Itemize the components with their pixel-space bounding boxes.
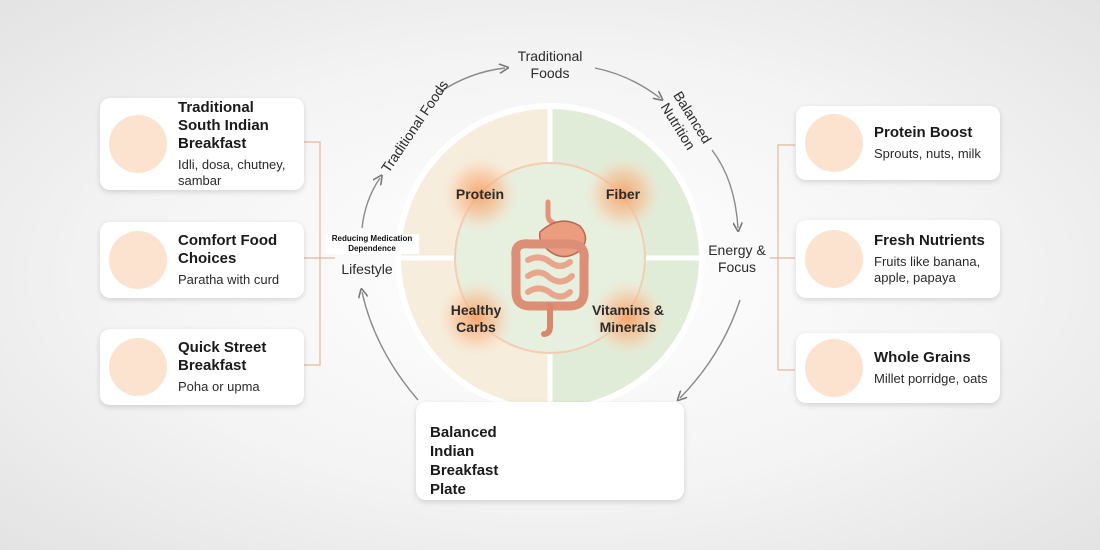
card-thumb [805, 339, 863, 397]
cycle-label-right: Energy & Focus [708, 242, 766, 275]
arrow-left-upper [361, 178, 380, 229]
left-connectors [304, 141, 335, 366]
card-protein-boost: Protein Boost Sprouts, nuts, milk [796, 106, 1000, 180]
protein-glow [442, 156, 518, 232]
cycle-label-top: Traditional Foods [517, 48, 583, 81]
cycle-overlay-label: Reducing Medication Dependence [325, 234, 419, 254]
card-balanced-plate: Balanced Indian Breakfast Plate [416, 402, 684, 500]
card-subtitle: Sprouts, nuts, milk [874, 146, 981, 161]
card-title: Quick Street Breakfast [178, 339, 267, 374]
card-title: Whole Grains [874, 349, 971, 366]
card-thumb [109, 115, 167, 173]
nutrient-fiber: Fiber [605, 186, 641, 202]
arrow-top-right [594, 67, 660, 98]
card-thumb [805, 114, 863, 172]
card-subtitle: Millet porridge, oats [874, 371, 988, 386]
arrow-right-upper [711, 149, 738, 228]
cycle-arrows [362, 68, 740, 400]
card-fresh-nutrients: Fresh Nutrients Fruits like banana, appl… [796, 220, 1000, 298]
card-title: Comfort Food Choices [178, 232, 278, 267]
card-title: Fresh Nutrients [874, 232, 985, 249]
card-subtitle: Poha or upma [178, 379, 260, 394]
arrow-right-lower [680, 299, 741, 398]
card-title: Protein Boost [874, 124, 973, 141]
card-subtitle: Fruits like banana, apple, papaya [874, 254, 981, 285]
nutrient-protein: Protein [455, 186, 505, 202]
digestive-system-icon [511, 199, 589, 337]
cycle-label-left: Lifestyle [341, 261, 393, 277]
card-title: Balanced Indian Breakfast Plate [430, 424, 499, 498]
carbs-glow [438, 280, 514, 356]
card-thumb [109, 338, 167, 396]
vitamins-glow [590, 280, 666, 356]
card-street-breakfast: Quick Street Breakfast Poha or upma [100, 329, 304, 405]
card-thumb [109, 231, 167, 289]
right-connectors [770, 144, 795, 371]
arrow-left-lower [362, 292, 419, 401]
card-south-indian-breakfast: Traditional South Indian Breakfast Idli,… [100, 98, 304, 190]
nutrient-vitamins: Vitamins & Minerals [591, 302, 665, 335]
card-title: Traditional South Indian Breakfast [178, 99, 269, 152]
fiber-glow [585, 156, 661, 232]
card-subtitle: Paratha with curd [178, 272, 280, 287]
arrow-top-left [439, 68, 505, 93]
card-whole-grains: Whole Grains Millet porridge, oats [796, 333, 1000, 403]
nutrient-carbs: Healthy Carbs [450, 302, 502, 335]
card-comfort-food: Comfort Food Choices Paratha with curd [100, 222, 304, 298]
card-subtitle: Idli, dosa, chutney, sambar [178, 157, 286, 188]
card-thumb [805, 230, 863, 288]
